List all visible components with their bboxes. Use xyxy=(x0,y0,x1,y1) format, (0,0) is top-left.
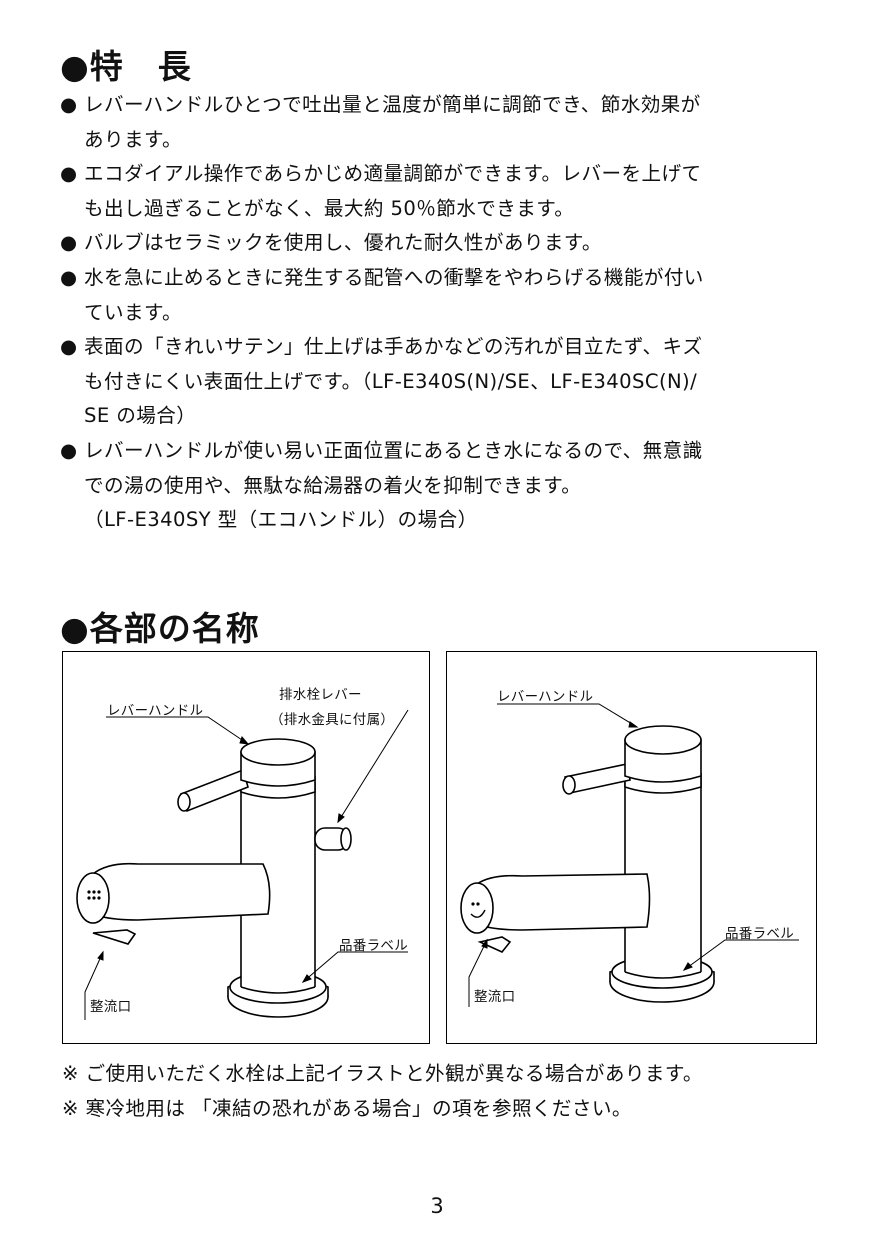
bullet-dot: ● xyxy=(60,231,78,255)
feature-line: レバーハンドルひとつで吐出量と温度が簡単に調節でき、節水効果が xyxy=(84,93,701,116)
note-cold-region: ※ 寒冷地用は 「凍結の恐れがある場合」の項を参照ください。 xyxy=(62,1097,632,1120)
lever-handle-label-right: レバーハンドル xyxy=(497,689,594,705)
faucet-drawing-left xyxy=(76,709,409,1020)
feature-line: も付きにくい表面仕上げです。（LF-E340S(N)/SE、LF-E340SC(… xyxy=(84,369,698,393)
product-label-label-right: 品番ラベル xyxy=(725,926,794,942)
feature-line: レバーハンドルが使い易い正面位置にあるとき水になるので、無意識 xyxy=(84,438,703,462)
feature-item: ●エコダイアル操作であらかじめ適量調節ができます。レバーを上げても出し過ぎること… xyxy=(60,157,830,226)
feature-item: ●レバーハンドルが使い易い正面位置にあるとき水になるので、無意識での湯の使用や、… xyxy=(60,434,830,538)
page-number: 3 xyxy=(430,1194,444,1218)
faucet-illustration-right: レバーハンドル 品番ラベル 整流口 xyxy=(446,651,817,1044)
feature-line: バルブはセラミックを使用し、優れた耐久性があります。 xyxy=(84,231,602,255)
feature-line: 水を急に止めるときに発生する配管への衝撃をやわらげる機能が付い xyxy=(84,265,704,289)
note-appearance: ※ ご使用いただく水栓は上記イラストと外観が異なる場合があります。 xyxy=(62,1062,703,1085)
bullet-dot: ● xyxy=(60,162,78,186)
bullet-dot: ● xyxy=(60,335,78,359)
feature-item: ● レバーハンドルひとつで吐出量と温度が簡単に調節でき、節水効果があります。 xyxy=(60,88,830,157)
feature-line: あります。 xyxy=(84,127,183,151)
feature-line: SE の場合） xyxy=(84,404,197,428)
feature-item: ●バルブはセラミックを使用し、優れた耐久性があります。 xyxy=(60,226,830,261)
drain-lever-label: 排水栓レバー xyxy=(279,687,362,703)
bullet-dot: ● xyxy=(60,93,78,116)
feature-line: （LF-E340SY 型（エコハンドル）の場合） xyxy=(84,508,478,532)
feature-line: 表面の「きれいサテン」仕上げは手あかなどの汚れが目立たず、キズ xyxy=(84,335,703,359)
feature-line: も出し過ぎることがなく、最大約 50％節水できます。 xyxy=(84,196,575,220)
feature-line: エコダイアル操作であらかじめ適量調節ができます。レバーを上げて xyxy=(84,162,702,186)
aerator-label-left: 整流口 xyxy=(90,999,132,1015)
drain-lever-note: （排水金具に付属） xyxy=(270,712,395,728)
feature-line: での湯の使用や、無駄な給湯器の着火を抑制できます。 xyxy=(84,473,582,497)
features-heading: ●特 長 xyxy=(60,47,192,86)
product-label-label-left: 品番ラベル xyxy=(339,938,408,954)
lever-handle-label-left: レバーハンドル xyxy=(107,703,204,719)
parts-heading: ●各部の名称 xyxy=(60,609,260,648)
faucet-drawing-right xyxy=(460,703,799,1007)
feature-item: ●表面の「きれいサテン」仕上げは手あかなどの汚れが目立たず、キズも付きにくい表面… xyxy=(60,330,830,434)
notes: ※ ご使用いただく水栓は上記イラストと外観が異なる場合があります。 ※ 寒冷地用… xyxy=(62,1056,703,1126)
faucet-illustration-left: レバーハンドル 排水栓レバー （排水金具に付属） 品番ラベル 整流口 xyxy=(62,651,430,1044)
aerator-label-right: 整流口 xyxy=(474,989,516,1005)
bullet-dot: ● xyxy=(60,265,78,289)
feature-item: ●水を急に止めるときに発生する配管への衝撃をやわらげる機能が付いています。 xyxy=(60,261,830,330)
bullet-dot: ● xyxy=(60,438,78,462)
feature-line: ています。 xyxy=(84,300,183,324)
features-list: ●レバーハンドルひとつで吐出量と温度が簡単に調節でき、節水効果があります。●エコ… xyxy=(60,88,830,538)
